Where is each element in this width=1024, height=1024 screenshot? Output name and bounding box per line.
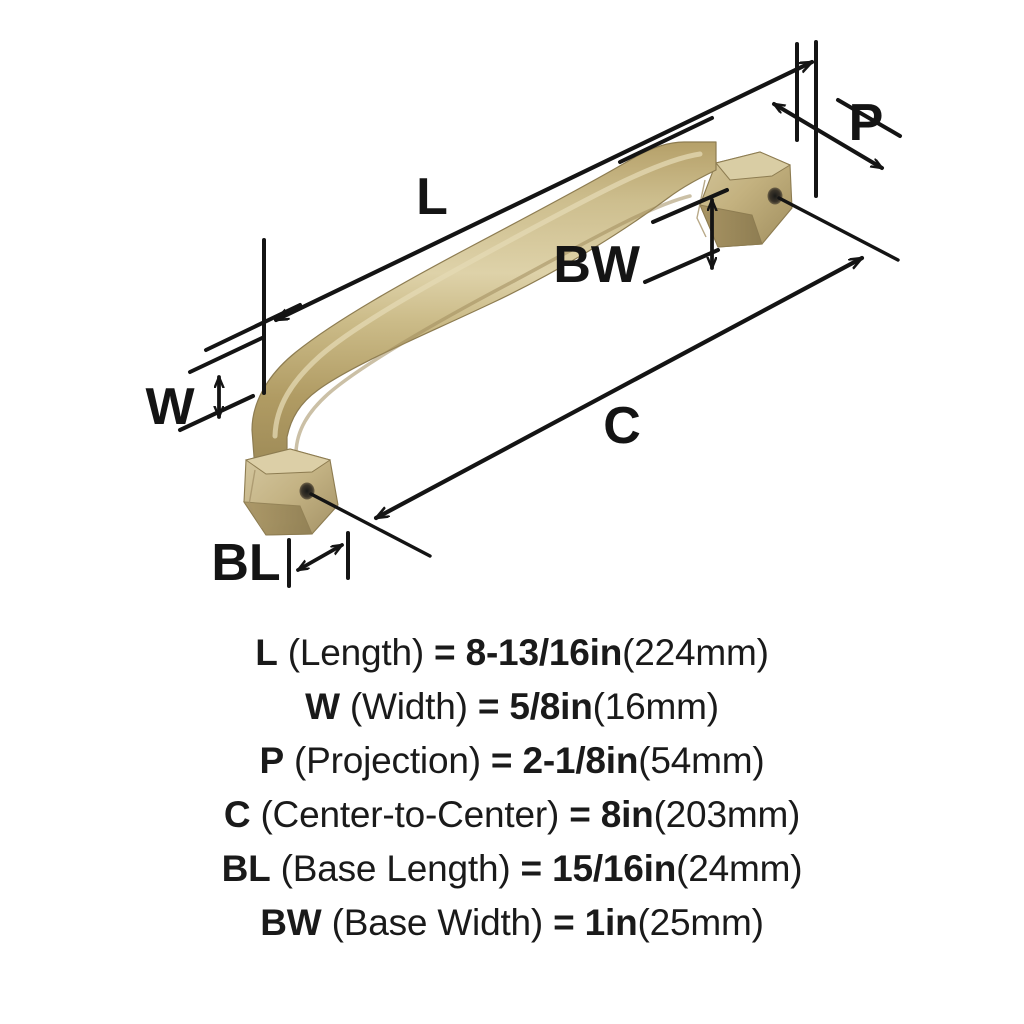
spec-metric-bw: (25mm) [637, 902, 764, 943]
bw-extension-lower [643, 248, 720, 284]
l-dimension-arrow [273, 59, 815, 323]
bw-extension-upper [651, 188, 729, 224]
spec-name-l: (Length) [287, 632, 424, 673]
spec-equals-l: = [434, 632, 456, 673]
dimension-label-c: C [603, 397, 641, 455]
spec-row-length: L (Length) = 8-13/16in(224mm) [255, 626, 769, 680]
spec-metric-bl: (24mm) [676, 848, 803, 889]
spec-equals-p: = [490, 740, 513, 781]
dimension-label-w: W [145, 378, 195, 436]
c-dimension-arrow [373, 255, 865, 521]
spec-code-c: C [223, 794, 251, 835]
spec-metric-w: (16mm) [592, 686, 719, 727]
spec-row-projection: P (Projection) = 2-1/8in(54mm) [259, 734, 764, 788]
spec-code-p: P [259, 740, 284, 781]
spec-metric-p: (54mm) [638, 740, 765, 781]
spec-code-bl: BL [221, 848, 271, 889]
c-leader-left [309, 492, 432, 558]
dimension-lines [178, 40, 902, 588]
spec-imperial-w: 5/8in [509, 686, 593, 727]
dimension-label-bl: BL [211, 534, 280, 592]
specification-list: L (Length) = 8-13/16in(224mm) W (Width) … [0, 612, 1024, 1024]
spec-name-p: (Projection) [294, 740, 481, 781]
spec-code-bw: BW [260, 902, 322, 943]
spec-imperial-c: 8in [600, 794, 654, 835]
spec-row-width: W (Width) = 5/8in(16mm) [305, 680, 719, 734]
l-witness-b [618, 116, 714, 164]
spec-equals-c: = [569, 794, 591, 835]
spec-metric-l: (224mm) [622, 632, 769, 673]
spec-name-c: (Center-to-Center) [260, 794, 560, 835]
spec-name-bw: (Base Width) [331, 902, 544, 943]
spec-metric-c: (203mm) [653, 794, 801, 835]
handle-arch-bar [251, 141, 717, 471]
spec-row-base-width: BW (Base Width) = 1in(25mm) [260, 896, 764, 950]
spec-equals-bl: = [520, 848, 543, 889]
spec-code-l: L [255, 632, 278, 673]
spec-row-base-length: BL (Base Length) = 15/16in(24mm) [222, 842, 803, 896]
spec-imperial-bl: 15/16in [552, 848, 677, 889]
spec-row-center-to-center: C (Center-to-Center) = 8in(203mm) [223, 788, 801, 842]
bl-dimension-arrow [296, 543, 344, 572]
p-dimension-arrow [772, 102, 884, 170]
dimension-label-p: P [849, 94, 884, 152]
spec-imperial-bw: 1in [584, 902, 638, 943]
dimension-label-l: L [416, 168, 448, 226]
spec-equals-bw: = [553, 902, 575, 943]
c-leader-right [777, 196, 900, 262]
handle-dimension-diagram: L W P C BL BW [145, 40, 902, 592]
spec-imperial-p: 2-1/8in [522, 740, 639, 781]
l-witness-a [204, 303, 302, 352]
spec-imperial-l: 8-13/16in [465, 632, 623, 673]
w-extension-upper [188, 336, 264, 374]
dimension-labels: L W P C BL BW [145, 94, 883, 592]
spec-equals-w: = [477, 686, 500, 727]
spec-name-w: (Width) [349, 686, 468, 727]
left-mounting-base [243, 448, 339, 536]
spec-code-w: W [305, 686, 340, 727]
dimension-label-bw: BW [553, 236, 641, 294]
p-witness-a [836, 98, 902, 138]
spec-name-bl: (Base Length) [280, 848, 511, 889]
